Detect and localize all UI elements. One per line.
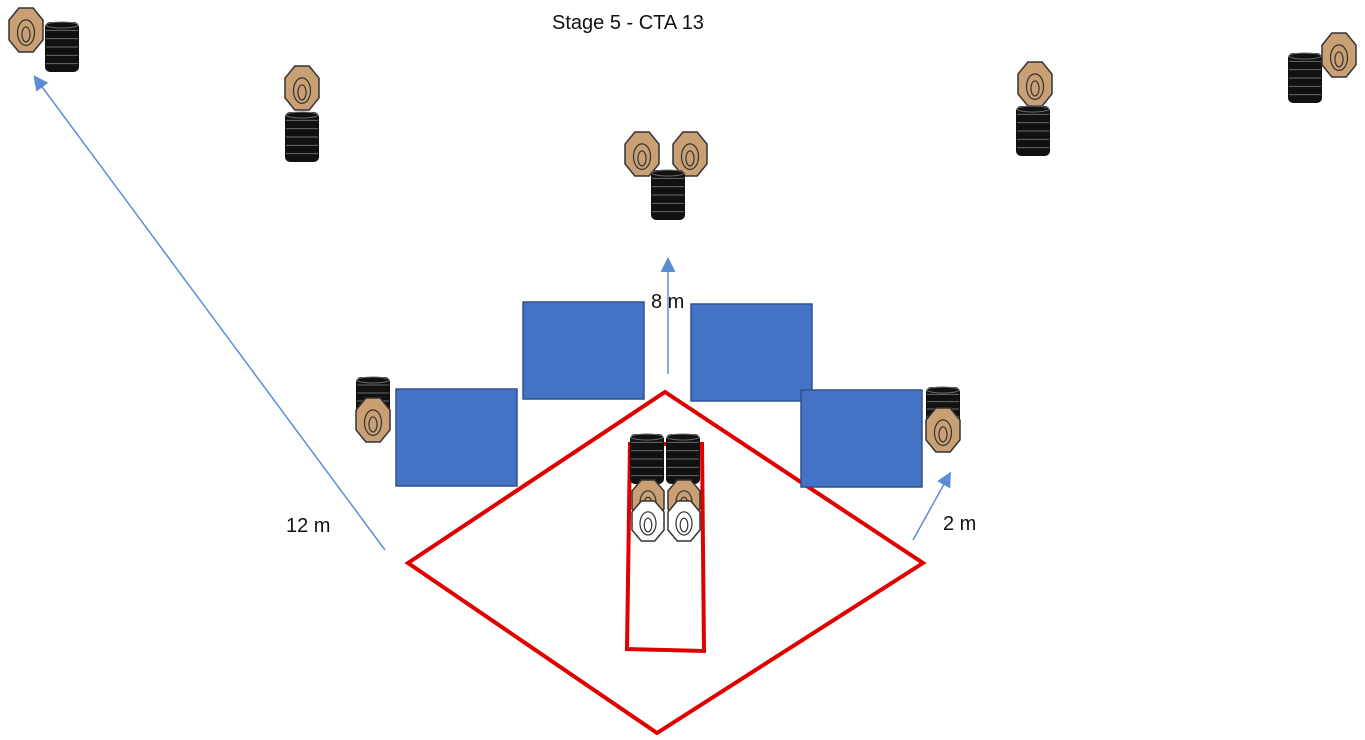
wall-center-left bbox=[522, 301, 645, 400]
distance-label-2m: 2 m bbox=[943, 513, 977, 535]
target-paper bbox=[355, 397, 391, 443]
barrel-icon bbox=[630, 433, 664, 484]
arrow-2m bbox=[912, 471, 951, 541]
target-paper bbox=[624, 131, 660, 177]
target-paper bbox=[1321, 32, 1357, 78]
barrel-icon bbox=[1016, 105, 1050, 156]
barrel-icon bbox=[1288, 52, 1322, 103]
wall-center-right bbox=[690, 303, 813, 402]
no-shoot-target bbox=[631, 500, 665, 542]
target-paper bbox=[672, 131, 708, 177]
no-shoot-target bbox=[667, 500, 701, 542]
target-paper bbox=[8, 7, 44, 53]
target-paper bbox=[1017, 61, 1053, 107]
distance-label-8m: 8 m bbox=[651, 291, 685, 313]
barrel-icon bbox=[651, 169, 685, 220]
shooting-area-fault-line bbox=[404, 389, 927, 736]
arrow-12m bbox=[33, 75, 386, 551]
wall-left bbox=[395, 388, 518, 487]
wall-right bbox=[800, 389, 923, 488]
barrel-icon bbox=[666, 433, 700, 484]
target-paper bbox=[925, 407, 961, 453]
target-paper bbox=[284, 65, 320, 111]
barrel-icon bbox=[285, 111, 319, 162]
barrel-icon bbox=[45, 21, 79, 72]
stage-title: Stage 5 - CTA 13 bbox=[552, 12, 704, 34]
distance-label-12m: 12 m bbox=[286, 515, 331, 537]
